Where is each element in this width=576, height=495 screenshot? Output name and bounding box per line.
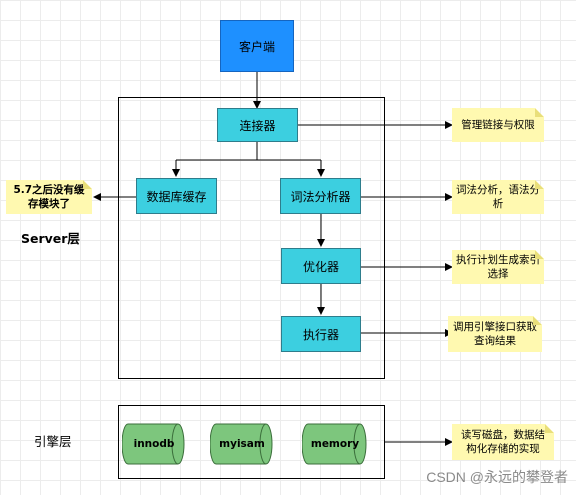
server-layer-label: Server层 [21, 231, 80, 246]
engine-cylinder-innodb: innodb [121, 423, 186, 465]
client-label: 客户端 [238, 39, 275, 54]
planning-note: 执行计划生成索引选择 [452, 250, 544, 284]
connector-box: 连接器 [217, 108, 298, 142]
engine-layer-label: 引擎层 [34, 434, 72, 449]
cache-removed-note-text: 5.7之后没有缓存模块了 [13, 184, 85, 210]
executor-label: 执行器 [302, 327, 339, 342]
watermark: CSDN @永远的攀登者 [426, 469, 568, 485]
engine-cylinder-memory: memory [301, 423, 368, 465]
execution-note-text: 调用引擎接口获取查询结果 [453, 321, 537, 347]
cylinder-shape [121, 423, 185, 465]
query-cache-box: 数据库缓存 [136, 178, 217, 214]
parser-box: 词法分析器 [280, 178, 361, 214]
engine-cylinder-myisam: myisam [209, 423, 274, 465]
planning-note-text: 执行计划生成索引选择 [456, 254, 540, 280]
cache-removed-note: 5.7之后没有缓存模块了 [6, 180, 92, 214]
engine-label-innodb: innodb [133, 438, 175, 450]
query-cache-label: 数据库缓存 [146, 189, 207, 204]
storage-note: 读写磁盘，数据结构化存储的实现 [452, 424, 554, 460]
connection-note-text: 管理链接与权限 [461, 119, 535, 131]
engine-layer-panel [118, 405, 385, 479]
engine-label-myisam: myisam [219, 438, 265, 450]
cylinder-shape [301, 423, 367, 465]
parsing-note: 词法分析，语法分析 [452, 180, 544, 214]
optimizer-box: 优化器 [281, 248, 361, 284]
executor-box: 执行器 [281, 316, 361, 352]
engine-label-memory: memory [310, 438, 360, 450]
server-layer-panel [118, 97, 385, 379]
client-box: 客户端 [220, 20, 294, 72]
connector-label: 连接器 [239, 118, 276, 133]
optimizer-label: 优化器 [302, 259, 339, 274]
parsing-note-text: 词法分析，语法分析 [456, 184, 540, 210]
cylinder-shape [209, 423, 273, 465]
connection-note: 管理链接与权限 [452, 108, 544, 142]
execution-note: 调用引擎接口获取查询结果 [448, 316, 542, 352]
storage-note-text: 读写磁盘，数据结构化存储的实现 [461, 429, 545, 455]
parser-label: 词法分析器 [290, 189, 351, 204]
